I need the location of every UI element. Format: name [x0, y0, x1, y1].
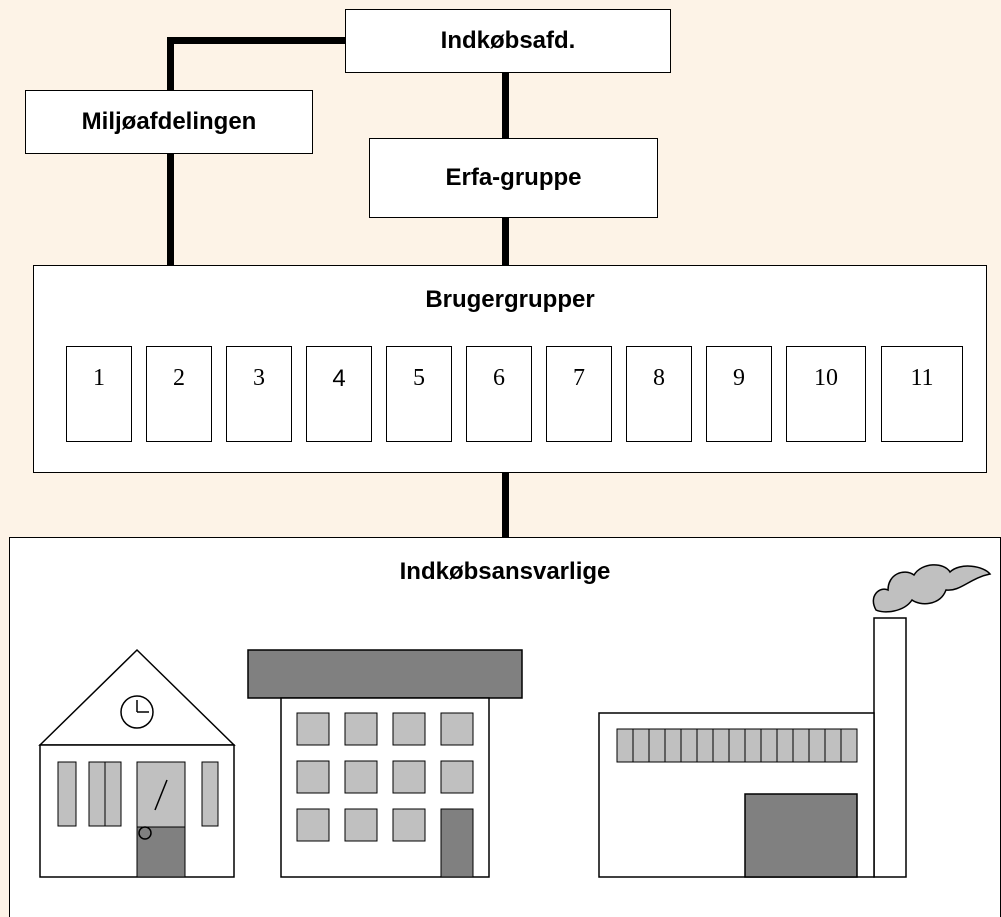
user-group-1: 1	[66, 346, 132, 442]
user-group-8: 8	[626, 346, 692, 442]
school-building-icon	[38, 648, 236, 878]
connector-left-vertical-lower	[167, 153, 174, 267]
connector-groups-to-purchasers	[502, 473, 509, 539]
user-group-3: 3	[226, 346, 292, 442]
brugergrupper-title: Brugergrupper	[425, 286, 595, 313]
miljoeafdelingen-label: Miljøafdelingen	[81, 108, 257, 135]
indkoebsafd-box: Indkøbsafd.	[345, 9, 671, 73]
connector-left-vertical-upper	[167, 37, 174, 91]
connector-top-left-horizontal	[167, 37, 347, 44]
connector-erfa-to-groups	[502, 217, 509, 267]
brugergrupper-panel: Brugergrupper 1 2 3 4 5 6 7 8 9 10 11	[33, 265, 987, 473]
user-group-5: 5	[386, 346, 452, 442]
indkoebsafd-label: Indkøbsafd.	[440, 27, 576, 54]
factory-icon	[598, 564, 992, 878]
user-group-4: 4	[306, 346, 372, 442]
user-group-6: 6	[466, 346, 532, 442]
user-group-9: 9	[706, 346, 772, 442]
user-group-2: 2	[146, 346, 212, 442]
erfa-gruppe-label: Erfa-gruppe	[445, 164, 582, 191]
office-building-icon	[247, 649, 523, 878]
user-group-7: 7	[546, 346, 612, 442]
connector-top-center-vertical	[502, 72, 509, 139]
smoke-icon	[872, 564, 992, 613]
miljoeafdelingen-box: Miljøafdelingen	[25, 90, 313, 154]
user-group-11: 11	[881, 346, 963, 442]
clock-icon	[120, 695, 154, 729]
erfa-gruppe-box: Erfa-gruppe	[369, 138, 658, 218]
indkoebsansvarlige-title: Indkøbsansvarlige	[399, 558, 611, 585]
user-group-10: 10	[786, 346, 866, 442]
